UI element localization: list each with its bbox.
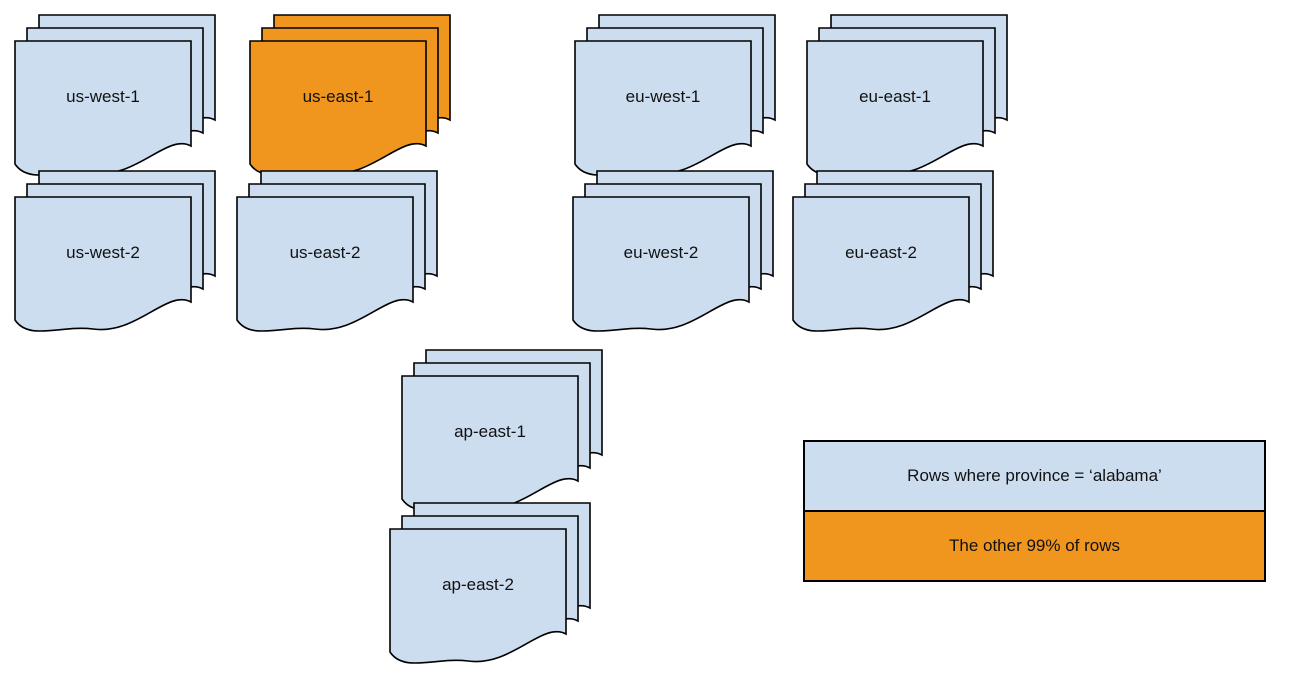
document-stack-icon — [401, 349, 603, 511]
legend-row-label: The other 99% of rows — [948, 536, 1121, 555]
legend-row-other-rows: The other 99% of rows — [805, 512, 1264, 580]
document-stack-icon — [389, 502, 591, 664]
region-stack-ap-east-1: ap-east-1 — [401, 349, 603, 516]
legend-row-label: Rows where province = ‘alabama’ — [907, 466, 1162, 485]
document-stack-icon — [572, 170, 774, 332]
region-stack-eu-west-1: eu-west-1 — [574, 14, 776, 181]
document-stack-icon — [574, 14, 776, 176]
document-stack-icon — [806, 14, 1008, 176]
document-stack-icon — [792, 170, 994, 332]
legend-row-alabama-rows: Rows where province = ‘alabama’ — [805, 442, 1264, 512]
document-stack-icon — [14, 14, 216, 176]
document-stack-icon — [236, 170, 438, 332]
region-stack-ap-east-2: ap-east-2 — [389, 502, 591, 669]
document-stack-icon — [249, 14, 451, 176]
region-stack-eu-west-2: eu-west-2 — [572, 170, 774, 337]
region-stack-eu-east-1: eu-east-1 — [806, 14, 1008, 181]
region-stack-us-west-2: us-west-2 — [14, 170, 216, 337]
region-stack-us-east-1: us-east-1 — [249, 14, 451, 181]
legend: Rows where province = ‘alabama’ The othe… — [803, 440, 1266, 582]
region-stack-us-west-1: us-west-1 — [14, 14, 216, 181]
region-stack-us-east-2: us-east-2 — [236, 170, 438, 337]
region-stack-eu-east-2: eu-east-2 — [792, 170, 994, 337]
document-stack-icon — [14, 170, 216, 332]
